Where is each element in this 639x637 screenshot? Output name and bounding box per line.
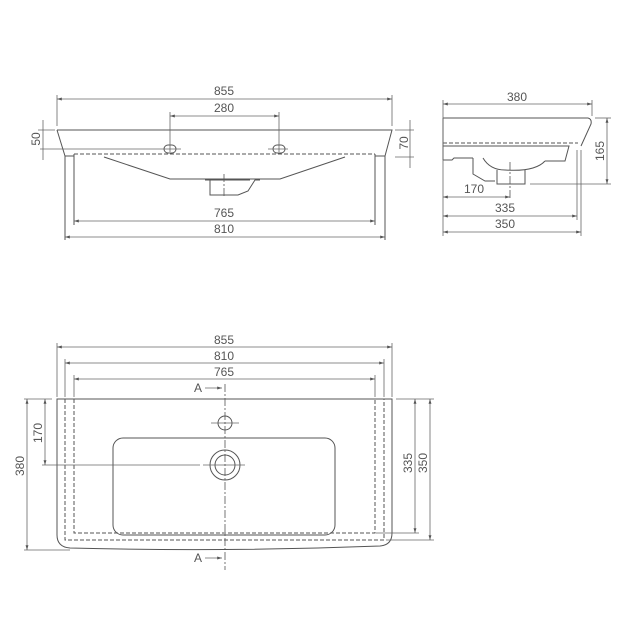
dim-label-70: 70 bbox=[397, 136, 411, 150]
dim-label-810-top: 810 bbox=[214, 349, 234, 363]
dim-label-50: 50 bbox=[29, 132, 43, 146]
dim-label-765: 765 bbox=[214, 206, 234, 220]
dim-label-170-top: 170 bbox=[31, 423, 45, 443]
dim-label-350-top: 350 bbox=[416, 453, 430, 473]
dim-label-170-side: 170 bbox=[464, 182, 484, 196]
dim-label-280: 280 bbox=[214, 101, 234, 115]
side-view: 380 165 170 335 350 bbox=[442, 90, 611, 236]
dim-label-165: 165 bbox=[593, 141, 607, 161]
tap-hole-right bbox=[268, 144, 288, 154]
dim-label-810: 810 bbox=[214, 222, 234, 236]
top-view: A A 855 810 765 380 170 335 350 bbox=[13, 333, 434, 570]
section-label-top: A bbox=[194, 381, 202, 395]
dim-label-335-top: 335 bbox=[401, 453, 415, 473]
dim-label-855: 855 bbox=[214, 84, 234, 98]
dim-label-765-top: 765 bbox=[214, 365, 234, 379]
dim-label-350-side: 350 bbox=[495, 217, 515, 231]
dim-label-335-side: 335 bbox=[495, 201, 515, 215]
section-label-bottom: A bbox=[194, 551, 202, 565]
basin-outline bbox=[112, 437, 336, 536]
tap-hole-left bbox=[160, 144, 181, 154]
dim-label-380-side: 380 bbox=[507, 90, 527, 104]
front-view: 855 280 50 70 765 810 bbox=[29, 84, 414, 240]
dim-label-855-top: 855 bbox=[214, 333, 234, 347]
dim-label-380-top: 380 bbox=[13, 456, 27, 476]
